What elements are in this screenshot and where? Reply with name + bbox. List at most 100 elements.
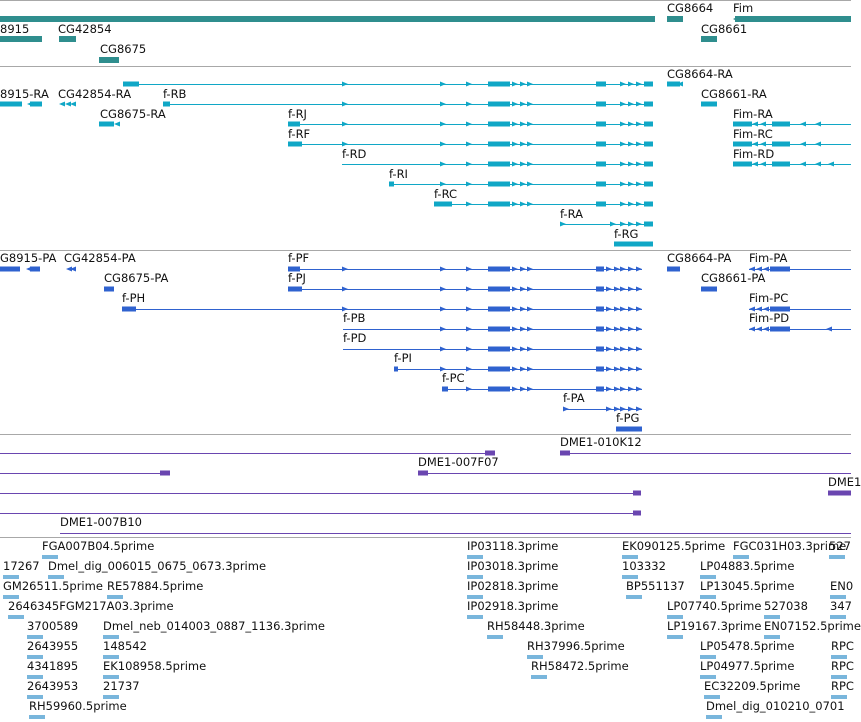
est-label[interactable]: EN0 [830, 579, 854, 593]
transcript-label[interactable]: f-RJ [288, 107, 307, 121]
protein-label[interactable]: f-PH [122, 291, 146, 305]
transcript-label[interactable]: Fim-RC [733, 127, 773, 141]
transcript-label[interactable]: f-RD [342, 147, 367, 161]
est-label[interactable]: 21737 [103, 679, 140, 693]
gene-label[interactable]: Fim [733, 1, 754, 15]
est-label[interactable]: 2643955 [27, 639, 79, 653]
strand-arrow-left-icon [27, 675, 33, 679]
strand-arrow-left-icon [70, 266, 76, 272]
protein-label[interactable]: f-PB [343, 311, 366, 325]
protein-label[interactable]: Fim-PC [749, 291, 789, 305]
est-label[interactable]: RE57884.5prime [107, 579, 204, 593]
strand-arrow-right-icon [620, 266, 626, 272]
transcript-label[interactable]: CG8661-RA [701, 87, 767, 101]
est-label[interactable]: 2643953 [27, 679, 79, 693]
est-label[interactable]: LP19167.3prime [667, 619, 762, 633]
est-label[interactable]: IP02818.3prime [467, 579, 559, 593]
transcript-label[interactable]: f-RG [614, 227, 639, 241]
protein-label[interactable]: G8915-PA [0, 251, 57, 265]
transcript-label[interactable]: CG8675-RA [100, 107, 166, 121]
est-label[interactable]: LP07740.5prime [667, 599, 762, 613]
strand-arrow-left-icon [826, 326, 832, 332]
strand-arrow-left-icon [752, 161, 758, 167]
exon-block [123, 81, 139, 87]
est-label[interactable]: 17267 [3, 559, 40, 573]
est-label[interactable]: Dmel_dig_006015_0675_0673.3prime [48, 559, 267, 573]
clone-label[interactable]: DME1-007F07 [418, 455, 499, 469]
est-label[interactable]: 148542 [103, 639, 147, 653]
gene-label[interactable]: 8915 [0, 22, 30, 36]
est-label[interactable]: 3700589 [27, 619, 79, 633]
exon-block [488, 101, 510, 107]
clone-label[interactable]: DME1-007B10 [60, 515, 142, 529]
transcript-label[interactable]: CG42854-RA [58, 87, 132, 101]
protein-label[interactable]: f-PD [343, 331, 367, 345]
protein-label[interactable]: f-PF [288, 251, 310, 265]
transcript-label[interactable]: Fim-RA [733, 107, 773, 121]
est-label[interactable]: RH59960.5prime [29, 699, 127, 713]
est-label[interactable]: RH37996.5prime [527, 639, 625, 653]
est-label[interactable]: RPC [831, 659, 854, 673]
est-label[interactable]: RH58448.3prime [487, 619, 585, 633]
est-label[interactable]: FGA007B04.5prime [42, 539, 155, 553]
transcript-label[interactable]: f-RA [560, 207, 583, 221]
gene-label[interactable]: CG8661 [701, 22, 748, 36]
strand-arrow-right-icon [563, 406, 569, 412]
est-label[interactable]: EK090125.5prime [622, 539, 726, 553]
protein-label[interactable]: CG8661-PA [701, 271, 766, 285]
transcript-label[interactable]: f-RC [434, 187, 458, 201]
transcript-label[interactable]: f-RI [389, 167, 408, 181]
est-label[interactable]: 527 [829, 539, 851, 553]
est-label[interactable]: RPC [831, 679, 854, 693]
est-label[interactable]: BP551137 [626, 579, 685, 593]
est-label[interactable]: 4341895 [27, 659, 79, 673]
transcript-label[interactable]: f-RF [288, 127, 311, 141]
est-label[interactable]: LP05478.5prime [700, 639, 795, 653]
est-label[interactable]: EC32209.5prime [704, 679, 801, 693]
strand-arrow-right-icon [598, 161, 604, 167]
est-label[interactable]: LP04977.5prime [700, 659, 795, 673]
strand-arrow-right-icon [466, 81, 472, 87]
est-label[interactable]: 103332 [622, 559, 666, 573]
gene-label[interactable]: CG42854 [58, 22, 112, 36]
clone-label[interactable]: DME1-010K12 [560, 435, 642, 449]
protein-label[interactable]: f-PI [394, 351, 412, 365]
est-label[interactable]: IP03118.3prime [467, 539, 559, 553]
est-label[interactable]: 347 [830, 599, 852, 613]
protein-label[interactable]: CG8675-PA [104, 271, 169, 285]
est-label[interactable]: 2646345FGM217A03.3prime [8, 599, 174, 613]
protein-label[interactable]: CG8664-PA [667, 251, 732, 265]
gene-label[interactable]: CG8675 [100, 42, 147, 56]
est-label[interactable]: RH58472.5prime [531, 659, 629, 673]
transcript-label[interactable]: CG8664-RA [667, 67, 733, 81]
est-label[interactable]: 527038 [764, 599, 808, 613]
est-label[interactable]: Dmel_neb_014003_0887_1136.3prime [103, 619, 325, 633]
est-label[interactable]: GM26511.5prime [3, 579, 103, 593]
est-label[interactable]: LP13045.5prime [700, 579, 795, 593]
est-label[interactable]: EK108958.5prime [103, 659, 207, 673]
clone-label[interactable]: DME1 [828, 475, 861, 489]
protein-label[interactable]: Fim-PD [749, 311, 790, 325]
exon-block [488, 346, 510, 352]
track-separator [0, 434, 851, 435]
protein-label[interactable]: f-PC [442, 371, 465, 385]
est-label[interactable]: EN07152.5prime [764, 619, 861, 633]
est-label[interactable]: IP02918.3prime [467, 599, 559, 613]
protein-label[interactable]: f-PG [616, 411, 640, 425]
transcript-label[interactable]: f-RB [163, 87, 187, 101]
strand-arrow-right-icon [614, 346, 620, 352]
est-label[interactable]: RPC [831, 639, 854, 653]
exon-block [488, 366, 510, 372]
gene-label[interactable]: CG8664 [667, 1, 714, 15]
transcript-label[interactable]: 8915-RA [0, 87, 49, 101]
protein-label[interactable]: Fim-PA [749, 251, 788, 265]
est-label[interactable]: IP03018.3prime [467, 559, 559, 573]
protein-label[interactable]: f-PJ [288, 271, 306, 285]
transcript-label[interactable]: Fim-RD [733, 147, 775, 161]
est-label[interactable]: Dmel_dig_010210_0701 [706, 699, 845, 713]
est-label[interactable]: FGC031H03.3prime [733, 539, 847, 553]
est-label[interactable]: LP04883.5prime [700, 559, 795, 573]
protein-label[interactable]: CG42854-PA [64, 251, 136, 265]
protein-label[interactable]: f-PA [563, 391, 585, 405]
